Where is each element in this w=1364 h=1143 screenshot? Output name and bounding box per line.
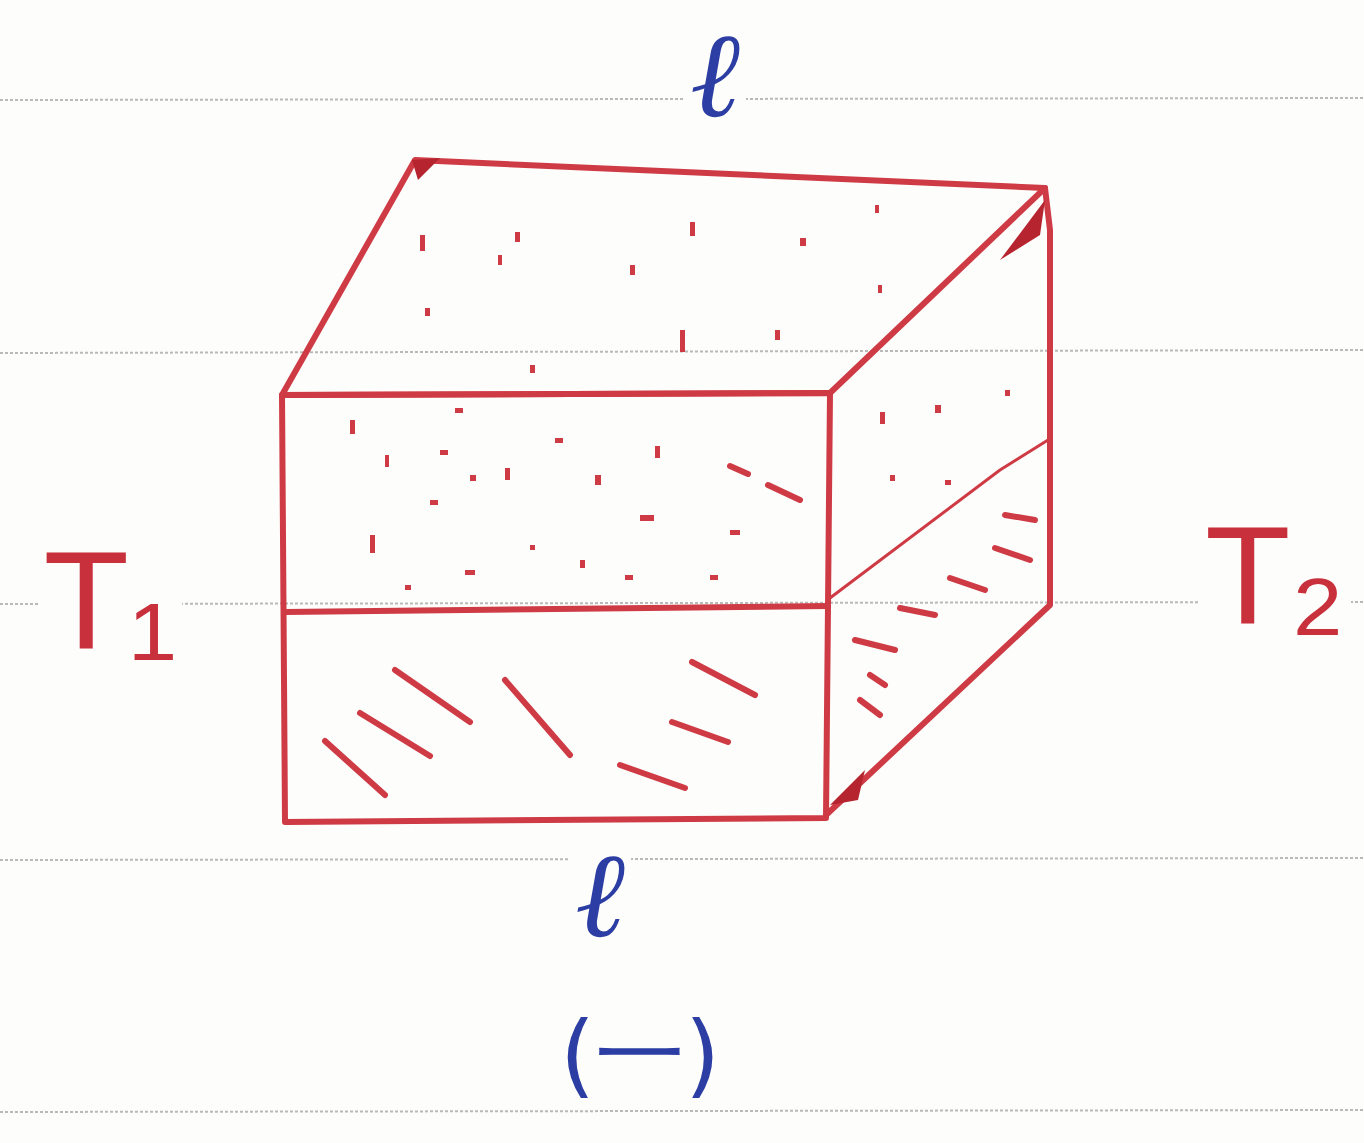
dimension-label: ℓ: [684, 13, 746, 137]
cuboid-outline: [282, 160, 1050, 822]
temperature-label: T₁: [38, 528, 183, 672]
figure-number: (一): [554, 1008, 726, 1102]
dimension-label: ℓ: [569, 833, 631, 957]
ruled-lines: [0, 98, 1364, 1112]
stipple: [350, 205, 1010, 590]
hatching: [325, 466, 1035, 795]
corner-marks: [412, 158, 1045, 805]
temperature-label: T₂: [1199, 503, 1351, 647]
